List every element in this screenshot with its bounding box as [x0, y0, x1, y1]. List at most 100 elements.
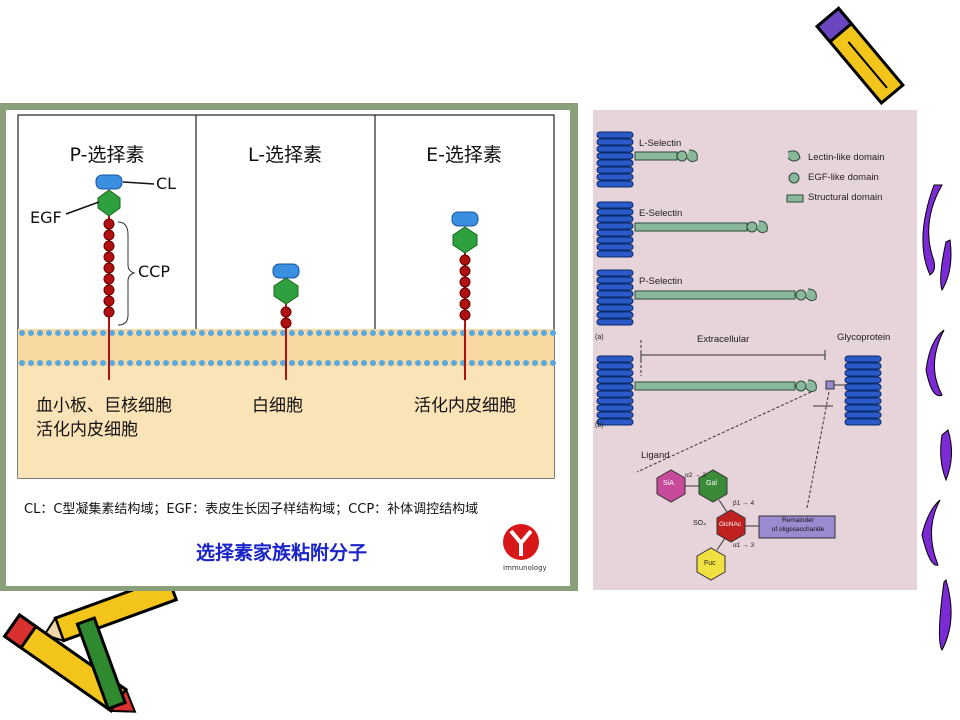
- membrane-lipid: [596, 152, 634, 160]
- membrane-lipid: [596, 173, 634, 181]
- glcnac-sugar: [716, 509, 746, 543]
- lipid-head: [118, 360, 124, 366]
- lipid-head: [298, 330, 304, 336]
- membrane-lipid: [596, 229, 634, 237]
- ccp-bead: [280, 317, 292, 329]
- extracellular-label: Extracellular: [697, 334, 750, 345]
- lipid-head: [217, 360, 223, 366]
- lipid-head: [415, 360, 421, 366]
- lipid-head: [550, 360, 556, 366]
- gal-glcnac-linkage: β1 → 4: [733, 500, 755, 507]
- glycoprotein-label: Glycoprotein: [837, 332, 891, 343]
- lipid-head: [154, 360, 160, 366]
- logo-label: Immunology: [503, 564, 547, 572]
- l-selectin-cell: 白细胞: [252, 396, 303, 416]
- lipid-head: [379, 360, 385, 366]
- legend-lectin: Lectin-like domain: [808, 152, 885, 163]
- lipid-head: [307, 360, 313, 366]
- lipid-head: [262, 330, 268, 336]
- lipid-head: [505, 330, 511, 336]
- membrane-lipid: [596, 369, 634, 377]
- lipid-head: [145, 330, 151, 336]
- lipid-head: [505, 360, 511, 366]
- lipid-head: [316, 330, 322, 336]
- lipid-head: [361, 360, 367, 366]
- membrane-lipid: [596, 297, 634, 305]
- lipid-head: [523, 360, 529, 366]
- lipid-head: [127, 330, 133, 336]
- lipid-head: [424, 360, 430, 366]
- ccp-bead: [103, 229, 115, 241]
- membrane-lipid: [596, 397, 634, 405]
- lipid-head: [217, 330, 223, 336]
- lipid-head: [424, 330, 430, 336]
- p-selectin-cell-line-1: 血小板、巨核细胞: [36, 396, 172, 416]
- p-selectin-cell-line-2: 活化内皮细胞: [36, 420, 138, 440]
- lipid-head: [208, 330, 214, 336]
- l-selectin-label: L-Selectin: [639, 138, 682, 149]
- membrane-lipid: [596, 145, 634, 153]
- lipid-head: [325, 360, 331, 366]
- lipid-head: [253, 330, 259, 336]
- lipid-head: [307, 330, 313, 336]
- domain-footnote: CL：C型凝集素结构域；EGF：表皮生长因子样结构域；CCP：补体调控结构域: [24, 502, 479, 517]
- selectin-figure-panel: P-选择素 L-选择素 E-选择素 CL EGF CCP 血小板、巨核细胞 活化…: [6, 110, 570, 586]
- lipid-head: [541, 330, 547, 336]
- figure-caption: 选择素家族粘附分子: [196, 542, 368, 564]
- ccp-bead: [103, 306, 115, 318]
- lipid-head: [280, 330, 286, 336]
- sia-sugar: [656, 469, 686, 503]
- lipid-head: [352, 360, 358, 366]
- lipid-head: [379, 330, 385, 336]
- membrane-lipid: [596, 215, 634, 223]
- ccp-label: CCP: [138, 262, 170, 281]
- remainder-line-1: Remainder: [782, 517, 814, 524]
- lipid-head: [181, 360, 187, 366]
- lipid-head: [235, 330, 241, 336]
- e-selectin-rod: [634, 220, 768, 234]
- ccp-bead: [103, 218, 115, 230]
- lipid-head: [334, 360, 340, 366]
- membrane-lipid: [596, 283, 634, 291]
- squiggle-decoration: [921, 184, 952, 652]
- lipid-head: [73, 330, 79, 336]
- lipid-head: [109, 330, 115, 336]
- cl-label: CL: [156, 174, 177, 193]
- lipid-head: [325, 330, 331, 336]
- lipid-head: [361, 330, 367, 336]
- panel-a-label: (a): [595, 334, 604, 341]
- l-selectin-molecule: [272, 263, 300, 380]
- lipid-head: [334, 330, 340, 336]
- lipid-head: [28, 360, 34, 366]
- lipid-head: [271, 330, 277, 336]
- lipid-head: [316, 360, 322, 366]
- lipid-head: [100, 330, 106, 336]
- ccp-bead: [103, 240, 115, 252]
- lipid-head: [478, 330, 484, 336]
- membrane-lipid: [596, 250, 634, 258]
- lipid-head: [280, 360, 286, 366]
- l-selectin-rod: [634, 149, 698, 163]
- lipid-head: [118, 330, 124, 336]
- lipid-head: [352, 330, 358, 336]
- selectin-structure-diagram: [596, 131, 882, 581]
- lipid-head: [46, 330, 52, 336]
- membrane-lipid: [596, 418, 634, 426]
- lipid-head: [550, 330, 556, 336]
- lectin-legend-icon: [787, 150, 801, 162]
- lipid-head: [262, 360, 268, 366]
- ccp-bead: [103, 251, 115, 263]
- lipid-head: [487, 330, 493, 336]
- cl-domain: [272, 263, 300, 279]
- membrane-lipid: [596, 159, 634, 167]
- membrane-lipid: [596, 201, 634, 209]
- lipid-head: [55, 360, 61, 366]
- lipid-head: [154, 330, 160, 336]
- ccp-bead: [103, 284, 115, 296]
- lipid-head: [469, 360, 475, 366]
- remainder-box: [758, 515, 836, 539]
- lipid-head: [442, 360, 448, 366]
- lipid-head: [451, 360, 457, 366]
- lipid-head: [388, 330, 394, 336]
- lipid-head: [397, 330, 403, 336]
